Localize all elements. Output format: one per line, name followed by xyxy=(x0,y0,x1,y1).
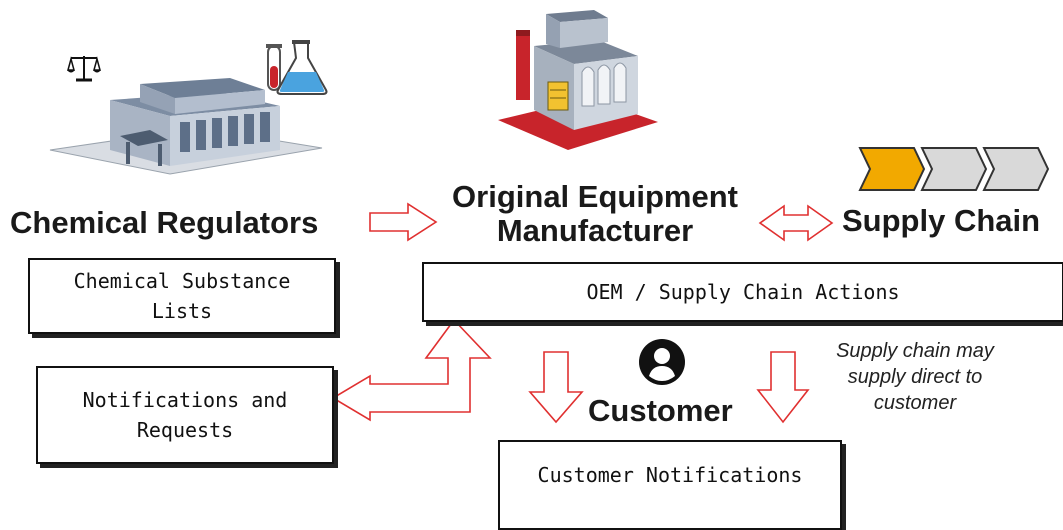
customer-notifications-line1: Customer Notifications xyxy=(537,463,803,487)
oem-title: Original Equipment Manufacturer xyxy=(430,180,760,248)
supply-direct-note-line2: supply direct to xyxy=(847,366,983,388)
supply-direct-note-line1: Supply chain may xyxy=(836,340,994,362)
customer-title: Customer xyxy=(588,393,733,428)
supply-chain-title: Supply Chain xyxy=(842,203,1041,238)
notifications-requests-box: Notifications and Requests xyxy=(36,366,334,464)
notifications-requests-line1: Notifications and xyxy=(82,388,288,412)
supply-chain-chevrons-icon xyxy=(858,147,1050,191)
supply-direct-note: Supply chain may supply direct to custom… xyxy=(800,338,1030,416)
arrow-down-right-to-customer xyxy=(756,351,810,424)
supply-direct-note-line3: customer xyxy=(873,392,957,414)
oem-title-line2: Manufacturer xyxy=(496,213,694,248)
oem-title-line1: Original Equipment xyxy=(452,179,738,214)
government-building-icon xyxy=(49,78,323,175)
factory-icon xyxy=(498,10,658,150)
oem-actions-line1: OEM / Supply Chain Actions xyxy=(586,280,900,304)
scales-of-justice-icon xyxy=(67,56,101,82)
substance-lists-line1: Chemical Substance xyxy=(73,269,291,293)
person-avatar-icon xyxy=(639,339,685,385)
arrow-down-left-to-customer xyxy=(528,351,584,424)
arrow-actions-to-notifications xyxy=(331,318,492,422)
arrow-regulators-to-oem xyxy=(369,202,438,242)
oem-actions-box: OEM / Supply Chain Actions xyxy=(422,262,1063,322)
substance-lists-line2: Lists xyxy=(151,299,213,323)
arrows-layer xyxy=(331,202,834,424)
laboratory-flasks-icon xyxy=(266,40,328,95)
notifications-requests-line2: Requests xyxy=(136,418,234,442)
substance-lists-box: Chemical Substance Lists xyxy=(28,258,336,334)
customer-notifications-box: Customer Notifications xyxy=(498,440,842,530)
regulators-title: Chemical Regulators xyxy=(10,205,319,240)
arrow-oem-supply-chain xyxy=(758,204,834,242)
